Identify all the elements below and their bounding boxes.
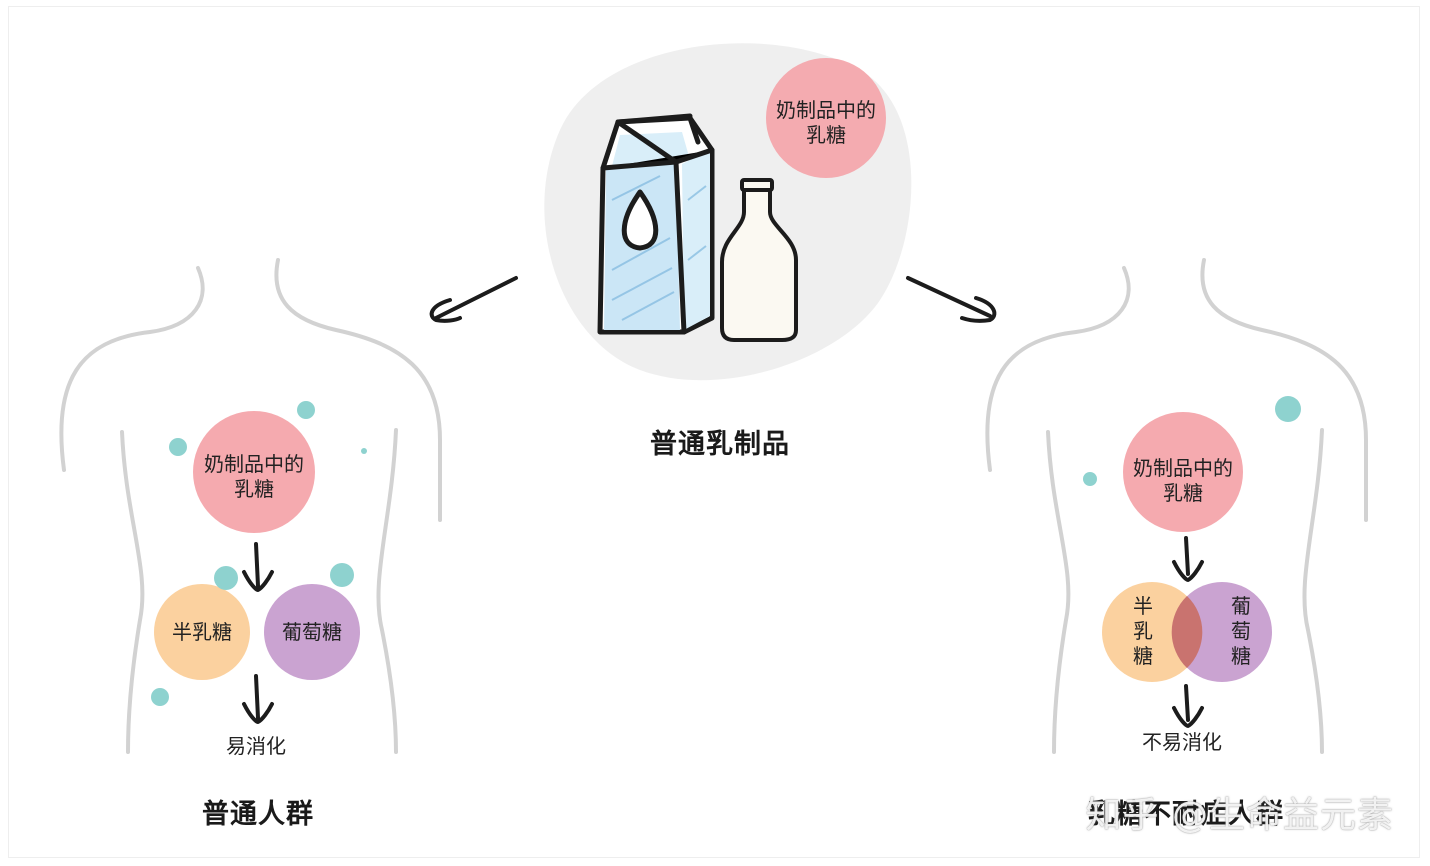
center-lactose-label: 奶制品中的 乳糖 [766, 98, 886, 148]
right-galactose-circle [1102, 582, 1202, 682]
right-lactose-line2: 乳糖 [1163, 481, 1203, 505]
left-lactose-line1: 奶制品中的 [204, 452, 304, 476]
right-group-title: 乳糖不耐症人群 [1088, 799, 1284, 830]
right-galactose-char: 糖 [1133, 644, 1153, 668]
right-glucose-vertical-label: 葡 萄 糖 [1226, 594, 1256, 669]
left-result-label: 易消化 [226, 734, 286, 758]
left-glucose-label: 葡萄糖 [282, 620, 342, 644]
center-lactose-line2: 乳糖 [806, 123, 846, 147]
left-lactose-label: 奶制品中的 乳糖 [194, 452, 314, 502]
right-teal-dots [1083, 396, 1301, 486]
carton-scribble-decoration [611, 175, 707, 321]
center-title: 普通乳制品 [650, 429, 790, 460]
right-galactose-vertical-label: 半 乳 糖 [1128, 594, 1158, 669]
arrow-to-right-group [906, 276, 997, 323]
right-result-label: 不易消化 [1142, 730, 1222, 754]
right-overlap-region [1171, 596, 1203, 668]
right-glucose-char: 葡 [1231, 594, 1251, 618]
arrow-to-left-group [429, 276, 518, 323]
right-body-outline [985, 258, 1368, 754]
center-lactose-bubble [766, 58, 886, 178]
right-lactose-circle [1123, 412, 1243, 532]
watermark-text: 知乎 @生命益元素 [1085, 795, 1394, 836]
left-galactose-circle [154, 584, 250, 680]
right-lactose-label: 奶制品中的 乳糖 [1123, 456, 1243, 506]
left-teal-dots [151, 401, 367, 706]
right-glucose-char: 糖 [1231, 644, 1251, 668]
right-lactose-line1: 奶制品中的 [1133, 456, 1233, 480]
right-down-arrows [1172, 536, 1204, 728]
right-galactose-char: 半 [1133, 594, 1153, 618]
milk-bottle-icon [720, 178, 798, 342]
center-lactose-line1: 奶制品中的 [776, 98, 876, 122]
left-lactose-circle [193, 411, 315, 533]
right-glucose-circle [1172, 582, 1272, 682]
milk-carton-icon [597, 113, 715, 335]
right-glucose-char: 萄 [1231, 619, 1251, 643]
left-down-arrows [242, 542, 274, 724]
left-galactose-label: 半乳糖 [172, 620, 232, 644]
left-body-outline [59, 258, 442, 754]
right-galactose-char: 乳 [1133, 619, 1153, 643]
left-lactose-line2: 乳糖 [234, 477, 274, 501]
image-frame [8, 6, 1420, 858]
left-glucose-circle [264, 584, 360, 680]
left-group-title: 普通人群 [202, 799, 314, 830]
